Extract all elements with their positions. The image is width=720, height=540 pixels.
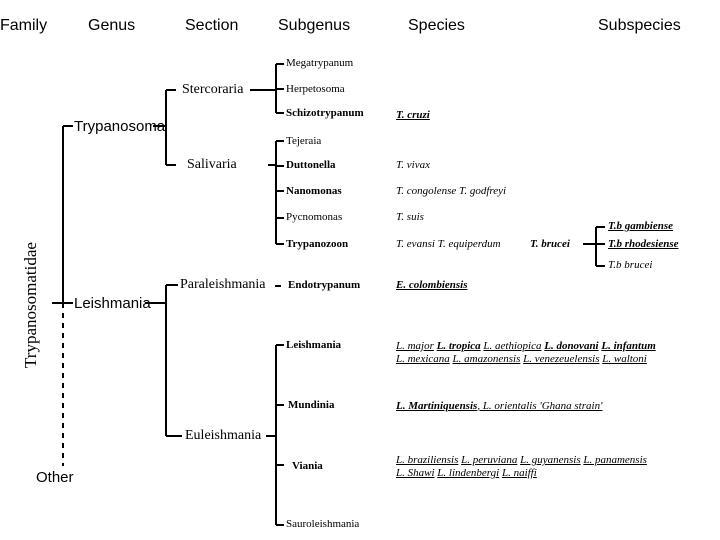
subgenus-sauroleishmania: Sauroleishmania xyxy=(286,518,360,530)
subgenus-nanomonas: Nanomonas xyxy=(286,185,342,197)
subspecies-brucei: T.b brucei xyxy=(608,259,653,271)
species-row-mundinia: L. Martiniquensis, L. orientalis 'Ghana … xyxy=(396,401,602,412)
species-l-braziliensis: L. braziliensis xyxy=(396,454,459,466)
section-stercoraria: Stercoraria xyxy=(182,82,244,97)
species-t-vivax: T. vivax xyxy=(396,159,431,171)
species-row-viania-2: L. Shawi L. lindenbergi L. naiffi xyxy=(396,468,537,479)
species-t-cruzi: T. cruzi xyxy=(396,109,430,121)
subspecies-rhodesiense: T.b rhodesiense xyxy=(608,238,679,250)
species-l-aethiopica: L. aethiopica xyxy=(483,340,542,352)
species-l-infantum: L. infantum xyxy=(601,340,656,352)
species-l-lindenbergi: L. lindenbergi xyxy=(437,467,500,479)
species-t-congolense-godfreyi: T. congolense T. godfreyi xyxy=(396,185,507,197)
subgenus-leishmania: Leishmania xyxy=(286,339,342,351)
species-l-donovani: L. donovani xyxy=(544,340,599,352)
family-other: Other xyxy=(36,469,74,486)
species-l-martiniquensis: L. Martiniquensis xyxy=(396,400,478,412)
header-species: Species xyxy=(408,17,465,34)
header-subgenus: Subgenus xyxy=(278,17,351,34)
subgenus-mundinia: Mundinia xyxy=(288,399,335,411)
subgenus-megatrypanum: Megatrypanum xyxy=(286,57,354,69)
subgenus-trypanozoon: Trypanozoon xyxy=(286,238,349,250)
species-l-guyanensis: L. guyanensis xyxy=(520,454,581,466)
species-l-panamensis: L. panamensis xyxy=(583,454,647,466)
species-row-leishmania-2: L. mexicana L. amazonensis L. venezeuele… xyxy=(396,354,647,365)
genus-trypanosoma: Trypanosoma xyxy=(74,118,166,135)
species-l-tropica: L. tropica xyxy=(436,340,481,352)
subgenus-endotrypanum: Endotrypanum xyxy=(288,279,361,291)
species-l-orientalis: , L. orientalis 'Ghana strain' xyxy=(477,400,603,412)
species-l-venezeuelensis: L. venezeuelensis xyxy=(523,353,600,365)
species-row-viania-1: L. braziliensis L. peruviana L. guyanens… xyxy=(396,455,647,466)
species-l-waltoni: L. waltoni xyxy=(602,353,647,365)
subspecies-gambiense: T.b gambiense xyxy=(608,220,673,232)
species-l-amazonensis: L. amazonensis xyxy=(452,353,521,365)
subgenus-tejeraia: Tejeraia xyxy=(286,135,322,147)
header-section: Section xyxy=(185,17,239,34)
header-subspecies: Subspecies xyxy=(598,17,681,34)
section-euleishmania: Euleishmania xyxy=(185,428,262,443)
subgenus-pycnomonas: Pycnomonas xyxy=(286,211,343,223)
species-l-shawi: L. Shawi xyxy=(396,467,435,479)
species-l-mexicana: L. mexicana xyxy=(396,353,450,365)
family-name: Trypanosomatidae xyxy=(21,242,40,368)
header-family: Family xyxy=(0,17,48,34)
subgenus-herpetosoma: Herpetosoma xyxy=(286,83,345,95)
species-t-suis: T. suis xyxy=(396,211,424,223)
species-row-leishmania-1: L. major L. tropica L. aethiopica L. don… xyxy=(396,341,656,352)
section-salivaria: Salivaria xyxy=(187,157,237,172)
species-l-major: L. major xyxy=(396,340,434,352)
section-paraleishmania: Paraleishmania xyxy=(180,277,266,292)
subgenus-viania: Viania xyxy=(292,460,323,472)
genus-leishmania: Leishmania xyxy=(74,295,151,312)
species-t-evansi-equiperdum: T. evansi T. equiperdum xyxy=(396,238,501,250)
subgenus-schizotrypanum: Schizotrypanum xyxy=(286,107,364,119)
species-e-colombiensis: E. colombiensis xyxy=(396,279,468,291)
subgenus-duttonella: Duttonella xyxy=(286,159,336,171)
species-t-brucei: T. brucei xyxy=(530,238,570,250)
species-l-peruviana: L. peruviana xyxy=(461,454,518,466)
species-l-naiffi: L. naiffi xyxy=(501,467,537,479)
header-genus: Genus xyxy=(88,17,136,34)
